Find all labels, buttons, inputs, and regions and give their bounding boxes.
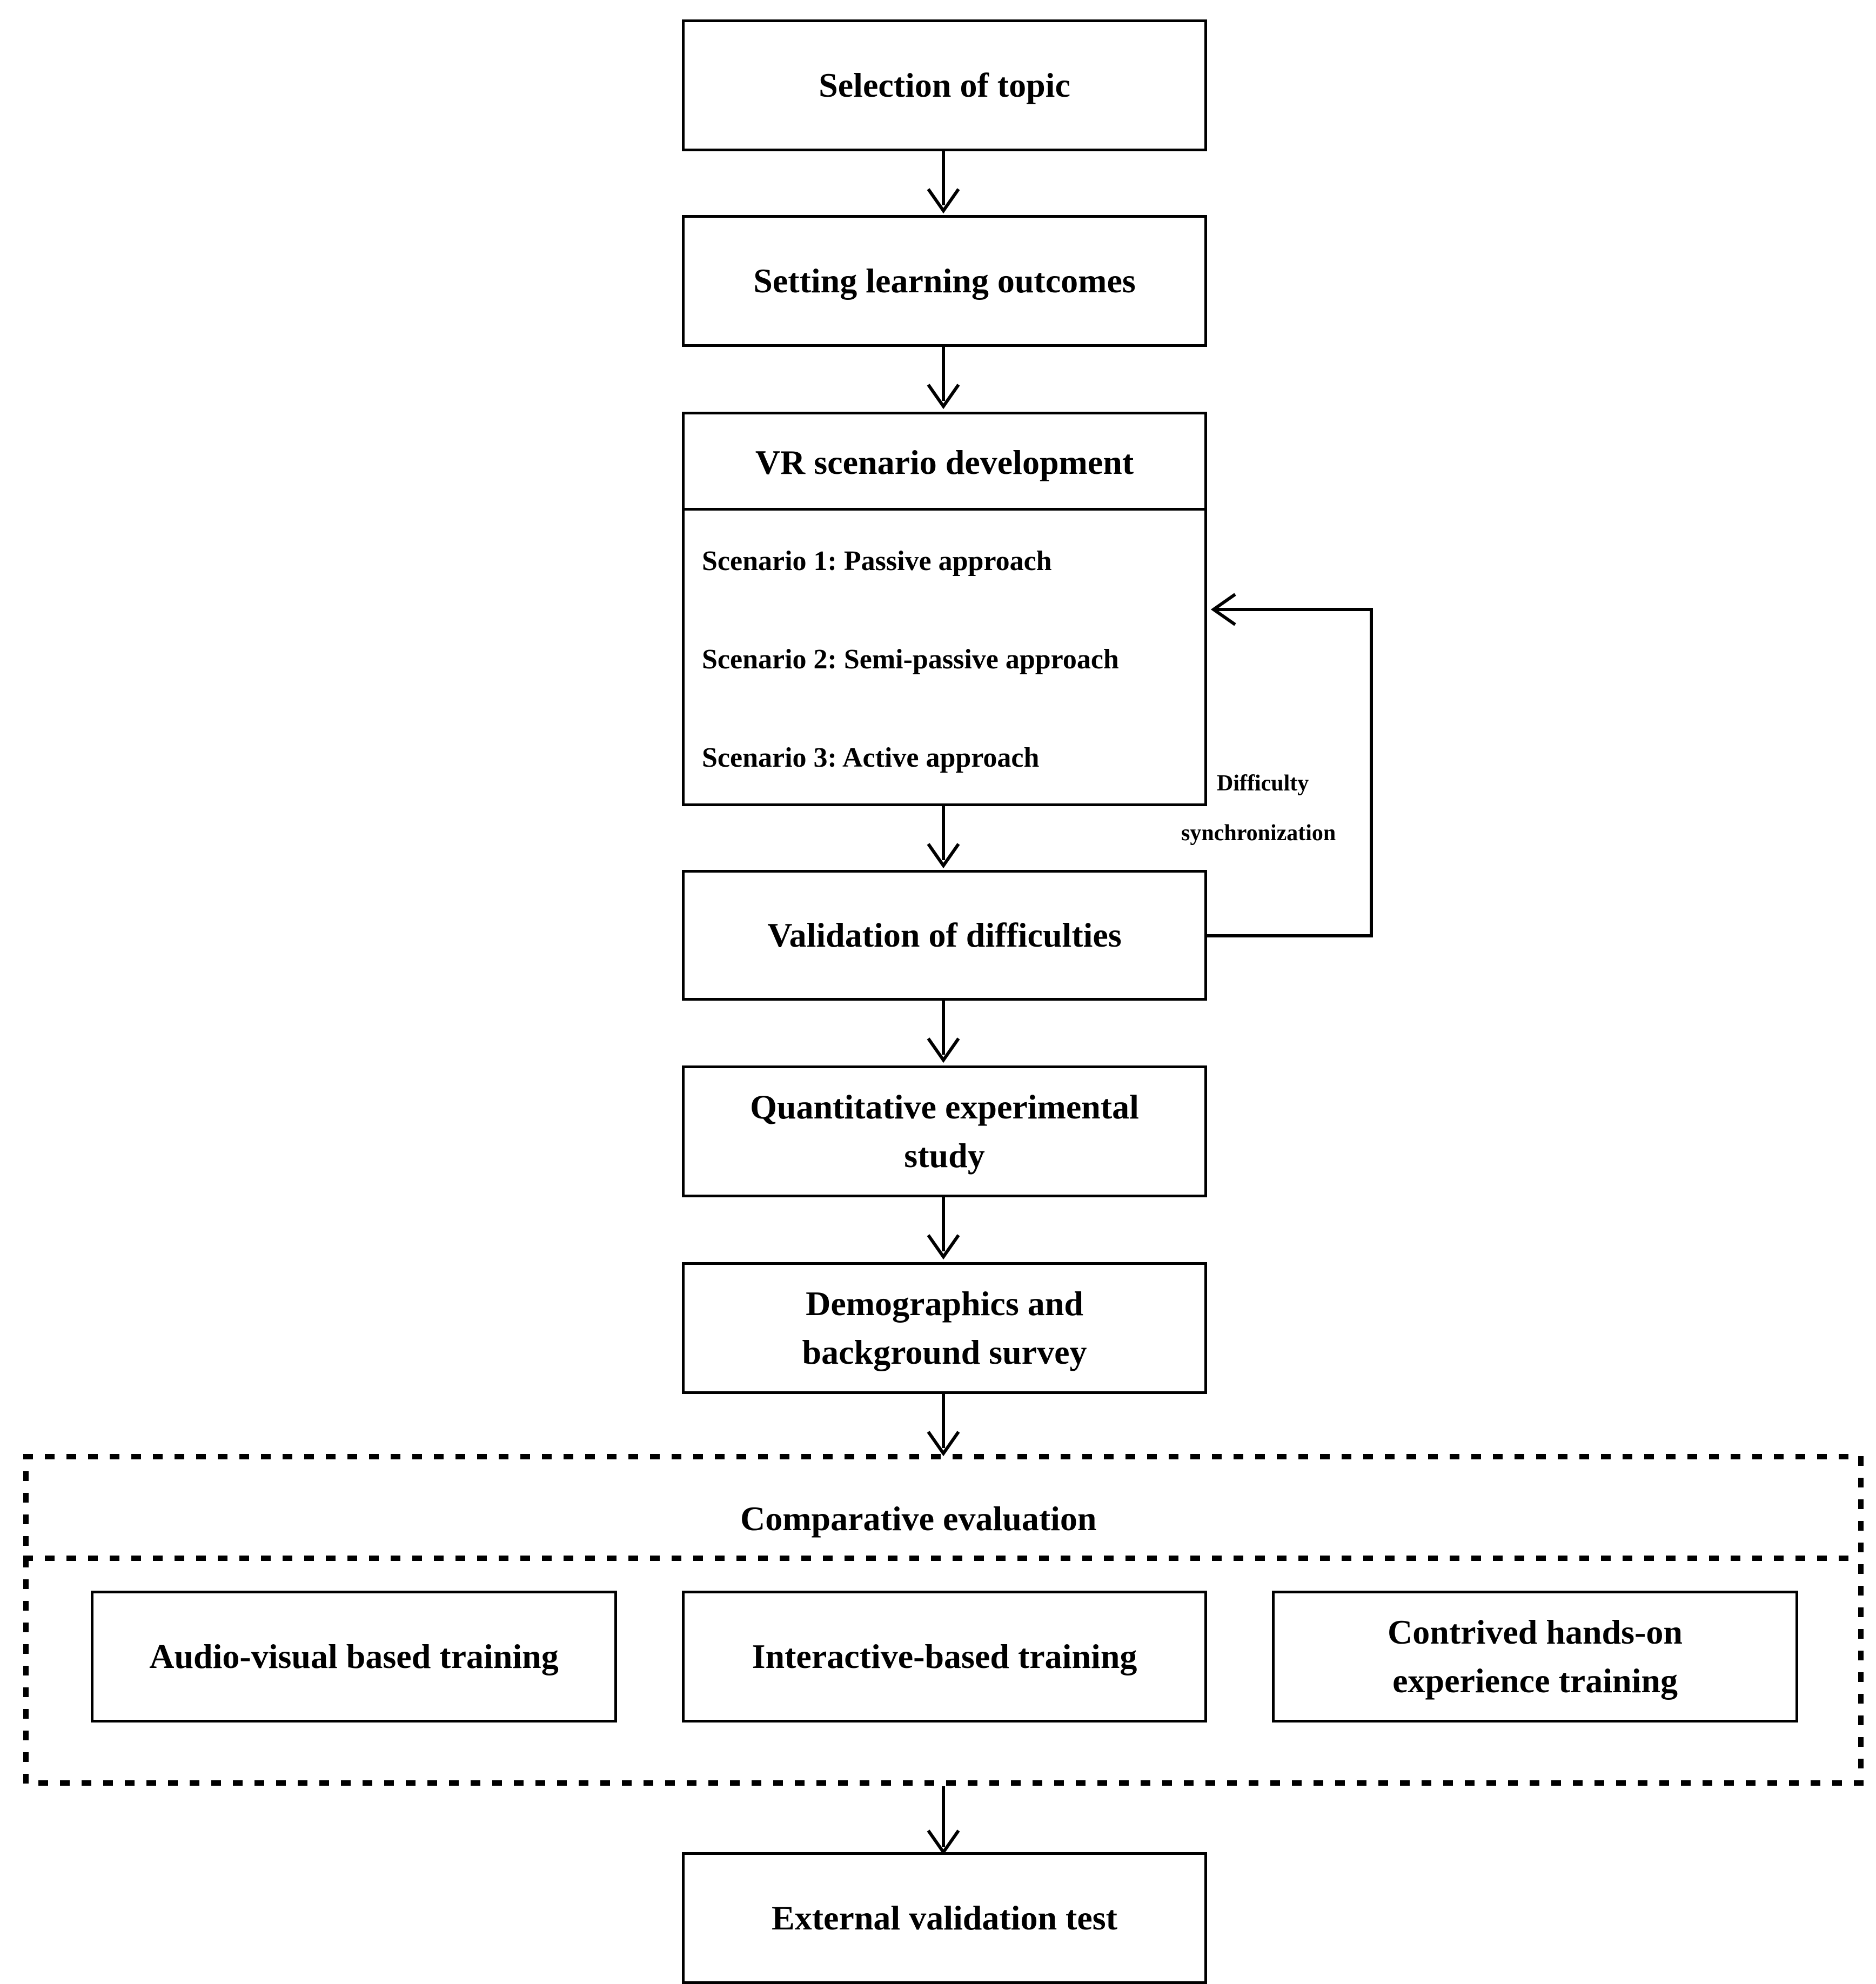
step-validation-of-difficulties-label: Validation of difficulties — [767, 916, 1122, 955]
vr-scenario-list: Scenario 1: Passive approach Scenario 2:… — [682, 508, 1207, 806]
step-external-validation-test: External validation test — [682, 1852, 1207, 1984]
demographics-line-2: background survey — [802, 1333, 1087, 1371]
contrived-line-2: experience training — [1392, 1661, 1678, 1700]
training-contrived-hands-on: Contrived hands-on experience training — [1272, 1591, 1798, 1722]
comparative-evaluation-title: Comparative evaluation — [740, 1499, 1097, 1538]
feedback-label-synchronization: synchronization — [1181, 821, 1336, 846]
training-audio-visual-label: Audio-visual based training — [149, 1637, 559, 1676]
training-contrived-hands-on-label: Contrived hands-on experience training — [1388, 1608, 1683, 1705]
step-selection-of-topic: Selection of topic — [682, 19, 1207, 151]
step-selection-of-topic-label: Selection of topic — [819, 66, 1070, 105]
training-audio-visual: Audio-visual based training — [91, 1591, 617, 1722]
feedback-loop-arrow — [1207, 593, 1373, 937]
training-interactive-label: Interactive-based training — [752, 1637, 1137, 1676]
step-setting-learning-outcomes-label: Setting learning outcomes — [753, 262, 1136, 300]
step-validation-of-difficulties: Validation of difficulties — [682, 870, 1207, 1001]
scenario-3-label: Scenario 3: Active approach — [702, 742, 1040, 773]
feedback-label-difficulty: Difficulty — [1217, 771, 1309, 796]
flow-arrow-5 — [927, 1197, 960, 1260]
step-setting-learning-outcomes: Setting learning outcomes — [682, 215, 1207, 347]
flow-arrow-2 — [927, 347, 960, 410]
step-quantitative-experimental-study: Quantitative experimental study — [682, 1065, 1207, 1197]
flow-arrow-4 — [927, 1001, 960, 1063]
step-vr-scenario-development: VR scenario development — [682, 412, 1207, 510]
step-vr-scenario-development-label: VR scenario development — [755, 443, 1134, 481]
quantitative-study-line-1: Quantitative experimental — [750, 1088, 1139, 1127]
contrived-line-1: Contrived hands-on — [1388, 1613, 1683, 1652]
step-quantitative-experimental-study-label: Quantitative experimental study — [750, 1083, 1139, 1179]
flow-arrow-6 — [927, 1394, 960, 1457]
scenario-1-label: Scenario 1: Passive approach — [702, 546, 1052, 577]
step-demographics-survey: Demographics and background survey — [682, 1262, 1207, 1394]
flow-arrow-7 — [927, 1786, 960, 1855]
step-external-validation-test-label: External validation test — [772, 1899, 1117, 1938]
step-demographics-survey-label: Demographics and background survey — [802, 1279, 1087, 1376]
quantitative-study-line-2: study — [904, 1136, 985, 1175]
flow-arrow-1 — [927, 151, 960, 214]
training-interactive: Interactive-based training — [682, 1591, 1207, 1722]
scenario-2-label: Scenario 2: Semi-passive approach — [702, 644, 1119, 675]
flow-arrow-3 — [927, 806, 960, 869]
demographics-line-1: Demographics and — [806, 1284, 1083, 1323]
